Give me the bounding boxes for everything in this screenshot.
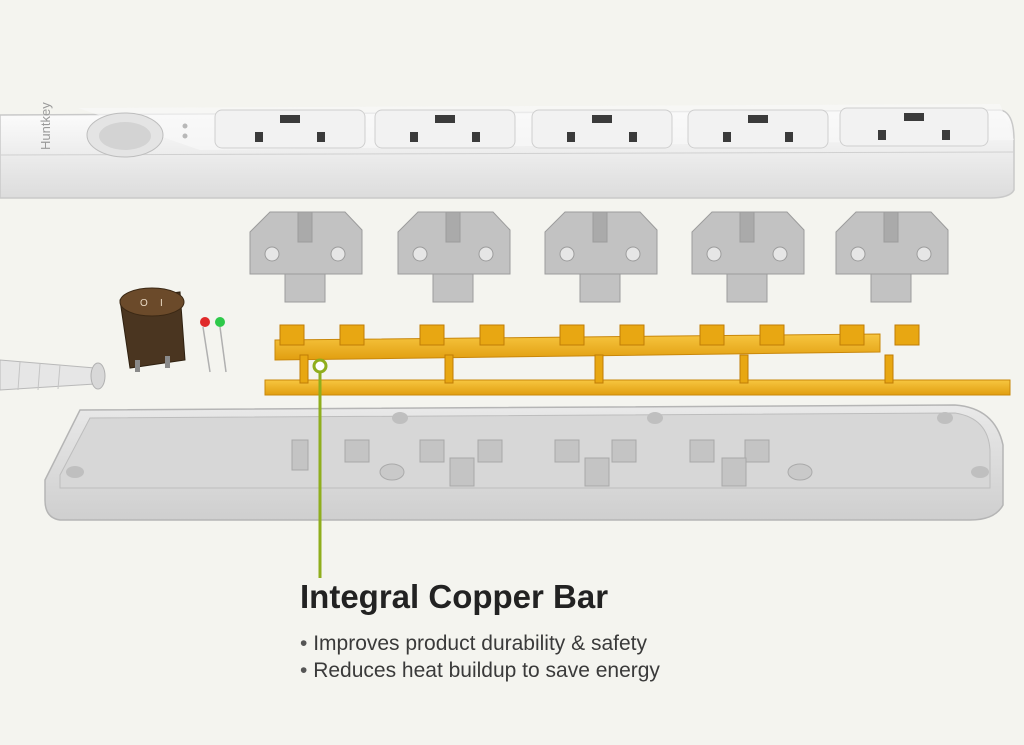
indicator-leds [200,317,227,373]
rocker-switch: O I [119,287,186,372]
callout-pointer [312,358,328,578]
socket-faces [214,107,989,149]
callout-bullet-list: Improves product durability & safety Red… [300,630,660,684]
power-strip-top-cover: Huntkey [0,102,1015,199]
svg-text:O: O [140,298,148,309]
svg-text:I: I [160,298,163,309]
callout-title: Integral Copper Bar [300,578,609,615]
power-strip-base [44,404,1004,521]
brand-logo: Huntkey [38,102,53,150]
integral-copper-bar [264,324,1011,396]
callout-bullet: Reduces heat buildup to save energy [300,657,660,684]
callout-bullet: Improves product durability & safety [300,630,660,657]
power-cord [0,359,106,391]
socket-shutter-modules [249,211,949,303]
